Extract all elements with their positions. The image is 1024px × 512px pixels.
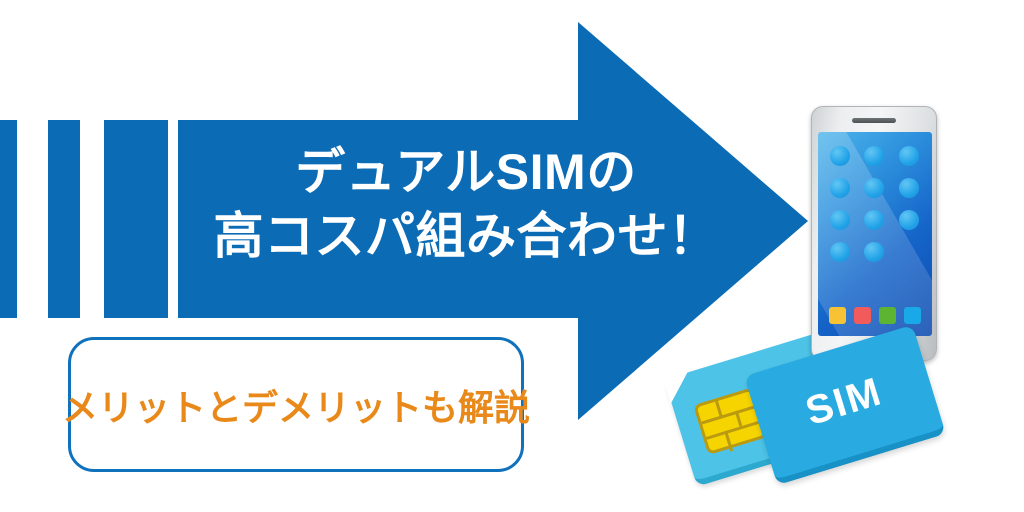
app-icon [864, 242, 885, 262]
headline-line-1: デュアルSIMの [295, 144, 637, 200]
dock-icon-green [879, 307, 896, 324]
chip-line [701, 405, 756, 425]
accent-bar-2 [48, 120, 80, 318]
smartphone-icon [811, 106, 937, 361]
app-icon [830, 242, 850, 262]
dock-icon-red [854, 307, 871, 324]
app-icon-grid [830, 146, 920, 262]
chip-line [724, 430, 734, 452]
app-icon [864, 178, 885, 198]
dock-icon-blue [904, 307, 921, 324]
chip-line [715, 400, 723, 417]
phone-speaker-icon [852, 118, 896, 123]
app-icon [864, 210, 885, 230]
subtitle-text: メリットとデメリットも解説 [62, 386, 531, 428]
sim-notch-corner [663, 371, 696, 404]
sim-card-label: SIM [800, 369, 888, 434]
app-icon [830, 210, 850, 230]
headline-line-2: 高コスパ組み合わせ！ [213, 208, 719, 264]
app-icon [898, 146, 919, 166]
phone-screen [818, 132, 932, 336]
chip-line [705, 420, 761, 440]
app-icon [830, 178, 850, 198]
app-icon-empty-slot [899, 242, 919, 262]
app-icon [830, 146, 850, 166]
accent-bar-1 [0, 120, 17, 318]
subtitle-box: メリットとデメリットも解説 [62, 337, 531, 472]
app-icon [898, 178, 919, 198]
app-icon [898, 210, 919, 230]
accent-bar-3 [104, 120, 168, 318]
dock-icon-yellow [829, 307, 846, 324]
phone-dock [829, 307, 921, 324]
app-icon [864, 146, 885, 166]
chip-line [734, 410, 743, 427]
page-title: デュアルSIMの 高コスパ組み合わせ！ [186, 140, 746, 268]
